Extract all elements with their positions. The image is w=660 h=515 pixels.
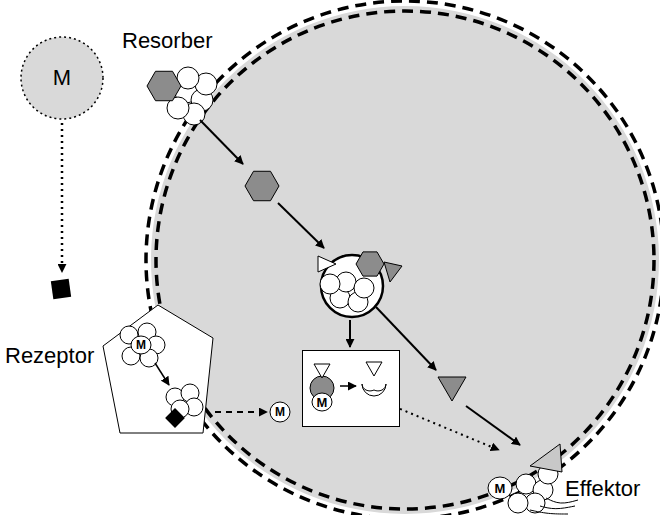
ligand-square [165, 408, 185, 428]
mediator-circle [131, 336, 151, 354]
part-name: Resorber [122, 30, 212, 52]
node-outline [303, 351, 400, 427]
substance-hexagon [147, 71, 181, 100]
substance-hexagon [356, 252, 384, 276]
substance-hexagon [245, 171, 279, 200]
protein-subunit [320, 274, 340, 294]
symbol-letter: M [53, 67, 71, 89]
cell-membrane [146, 1, 660, 515]
mediator-circle [312, 393, 332, 411]
mediator-circle: M [20, 36, 104, 120]
protein-subunit [508, 493, 528, 513]
part-name: Rezeptor [5, 345, 94, 367]
node-outline [270, 402, 290, 422]
node-shape [302, 350, 400, 427]
reaction-box: M [302, 350, 400, 427]
cofactor-triangle [314, 364, 330, 378]
arrow-line [340, 385, 356, 387]
cofactor-triangle [366, 362, 382, 376]
mediator-circle [488, 477, 512, 499]
mediator-circle: M [269, 401, 291, 423]
symbol-letter: M [275, 406, 285, 418]
arrow-line [466, 406, 520, 445]
arrow-line [349, 320, 351, 347]
arrow-line [200, 120, 243, 164]
arrow-line [61, 123, 64, 272]
part-name: Effektor [565, 478, 640, 500]
symbol-letter: M [317, 396, 328, 409]
signal-arrow [215, 411, 267, 413]
effector-tail [530, 510, 568, 514]
protein-subunit [354, 278, 374, 298]
arrow-line [155, 363, 169, 385]
product-triangle [384, 262, 402, 282]
symbol-letter: M [136, 339, 146, 351]
cofactor-triangle [318, 256, 336, 272]
node-shape [103, 305, 213, 435]
cell-membrane [156, 11, 654, 509]
product-triangle [438, 377, 466, 401]
signal-arrow [400, 409, 499, 450]
node-outline [103, 305, 213, 433]
receptor-cell: RezeptorM [103, 305, 213, 435]
symbol-letter: M [495, 482, 506, 495]
ligand-square [51, 279, 71, 299]
enzyme-crescent [362, 384, 386, 396]
node-outline [21, 37, 103, 119]
arrow-line [278, 203, 324, 248]
cell-body [151, 6, 659, 514]
receptor-triangle [530, 444, 562, 472]
effector-protein: Effektor M [485, 450, 657, 510]
effector-tail [540, 506, 575, 509]
